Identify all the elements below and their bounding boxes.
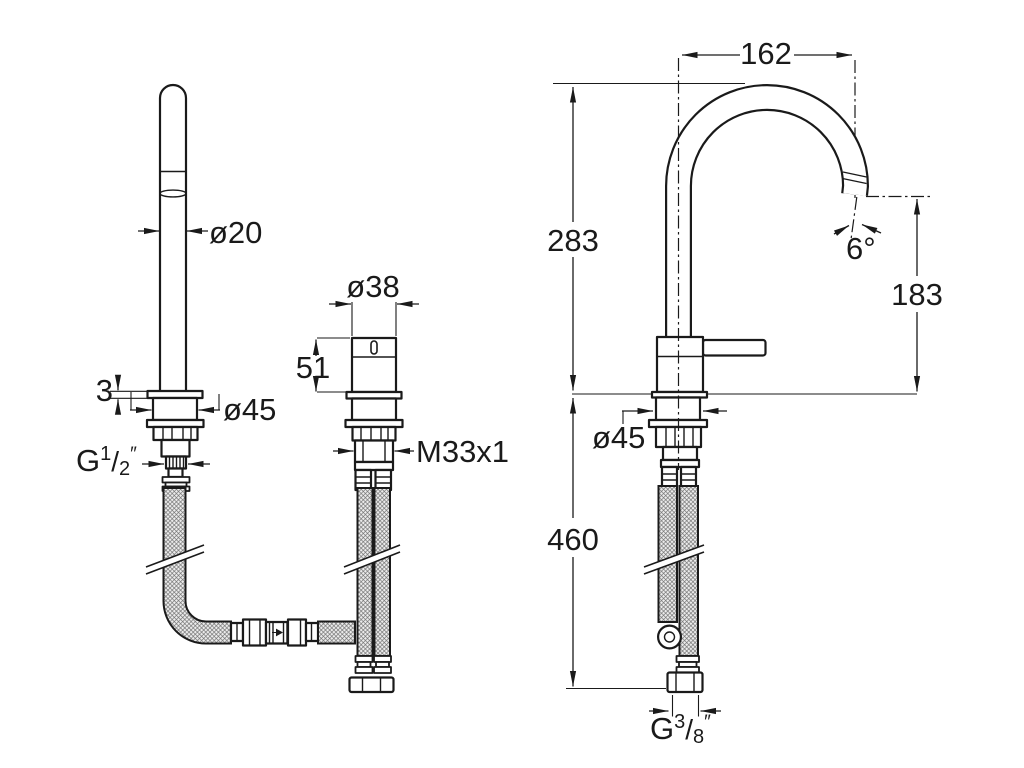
- dim-label-outlet-angle: 6°: [846, 231, 876, 266]
- dim-label-plate-thickness: 3: [96, 373, 113, 408]
- break-gap: [644, 545, 704, 574]
- coupling-hex-left-facets: [248, 619, 261, 646]
- escutcheon-extension-lines: [130, 392, 220, 410]
- aerator-seam-lines: [842, 171, 867, 185]
- valve-neck: [350, 397, 398, 422]
- right-view-assembled-faucet: 162 283 183 6° ø45 460 G3/8″: [547, 36, 943, 748]
- horizontal-braided-hose: [317, 620, 356, 645]
- outlet-tilt-centerline: [850, 196, 858, 242]
- lever-slot: [370, 340, 378, 355]
- dim-label-body-diameter: ø38: [346, 269, 399, 304]
- dim-label-spout-reach: 162: [740, 36, 792, 71]
- dimensions-left: ø20 3 ø45 G1/2″ ø38 51 M33x1: [76, 215, 509, 480]
- braided-hose-left: [356, 487, 374, 657]
- g38-nut-facets: [675, 672, 695, 692]
- spout-supply-hose: [145, 487, 356, 647]
- dim-label-spout-height: 283: [547, 223, 599, 258]
- spout-fill: [667, 86, 867, 393]
- m33-thread: [353, 439, 395, 464]
- mixer-body: [655, 335, 705, 394]
- spout-tube: [158, 83, 188, 392]
- valve-step: [353, 460, 395, 472]
- dim-label-inlet-thread: G1/2″: [76, 443, 137, 480]
- valve-nipple-right-rings: [375, 476, 391, 484]
- dim-label-mounting-thread: M33x1: [416, 434, 509, 469]
- bundle-hex-nut: [348, 676, 395, 694]
- hose-fitting-band: [354, 666, 374, 674]
- dim-label-outlet-height: 183: [891, 277, 943, 312]
- g38-extension-lines: [671, 695, 700, 717]
- dim-label-body-height: 51: [296, 350, 330, 385]
- hose-fitting-band: [373, 666, 392, 674]
- braided-hose-right: [678, 485, 699, 657]
- hose-end-loop-inner: [663, 631, 676, 643]
- dim-label-spout-tube-diameter: ø20: [209, 215, 262, 250]
- spout-shank-step: [167, 467, 184, 479]
- curved-braided-hose: [162, 487, 232, 645]
- valve-component: [344, 336, 404, 492]
- plate-thickness-extension-lines: [110, 390, 148, 399]
- nipple-right-rings: [681, 473, 696, 481]
- braided-hose-bundle-left: [343, 487, 401, 694]
- hose-end-loop: [656, 624, 682, 650]
- valve-hex-nut: [351, 425, 397, 442]
- g38-hex-nut: [666, 671, 704, 694]
- bundle-nut-facets: [361, 677, 382, 692]
- nut-facets: [665, 427, 694, 447]
- dim-6deg-arrow-right: [861, 223, 882, 234]
- braided-hose-bundle-right: [643, 485, 705, 694]
- dim-label-hose-length: 460: [547, 522, 599, 557]
- braided-hose-left: [657, 485, 678, 623]
- left-view-components: ø20 3 ø45 G1/2″ ø38 51 M33x1: [76, 83, 509, 694]
- g12-thread-hatch: [168, 457, 185, 468]
- spout-tube-joint-ring: [159, 189, 187, 198]
- hose-nipple-right: [679, 465, 698, 489]
- thread-shank: [661, 445, 699, 462]
- valve-nipple-left-rings: [355, 476, 371, 484]
- m33-thread-lines: [362, 441, 386, 461]
- dim-label-base-diameter-right: ø45: [592, 420, 645, 455]
- dim-6deg-arrow-left: [833, 224, 850, 236]
- spout-component: [145, 83, 205, 492]
- gooseneck-spout: [665, 84, 869, 393]
- nipple-left-rings: [662, 473, 677, 481]
- break-lines: [643, 544, 705, 575]
- body-diameter-extension-lines: [351, 302, 397, 336]
- spout-shank: [160, 438, 191, 458]
- break-lines: [343, 544, 401, 575]
- base-stack-right: [647, 390, 709, 489]
- dimensions-right: 162 283 183 6° ø45 460 G3/8″: [547, 36, 943, 748]
- lever-handle: [701, 338, 767, 357]
- break-gap: [344, 545, 400, 574]
- valve-hex-facets: [360, 427, 389, 441]
- dim-label-escutcheon-diameter: ø45: [223, 392, 276, 427]
- break-gap: [146, 545, 204, 574]
- coupling-hex-right: [286, 618, 308, 647]
- coupling-hex-left: [241, 618, 268, 647]
- hose-nipple-left: [660, 465, 679, 489]
- break-lines: [145, 544, 205, 575]
- body-height-extension-lines: [317, 337, 350, 393]
- spout-hex-facets: [162, 427, 192, 440]
- flow-direction-arrow-icon: [272, 628, 284, 637]
- spout-neck: [151, 396, 199, 422]
- braided-hose-right: [373, 487, 391, 657]
- dim-label-supply-thread: G3/8″: [650, 711, 711, 748]
